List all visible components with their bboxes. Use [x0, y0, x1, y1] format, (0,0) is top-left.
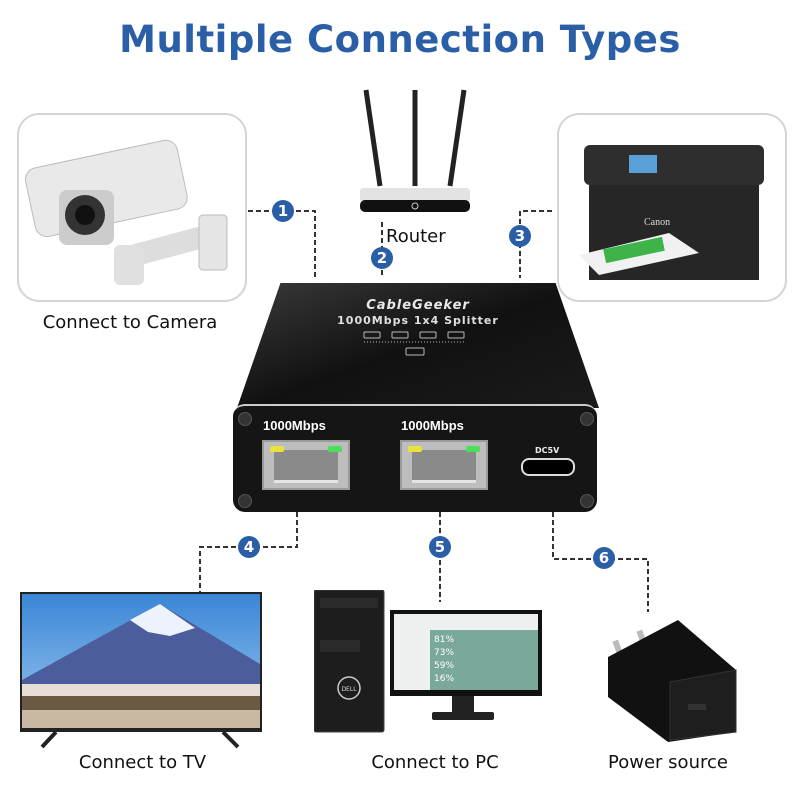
- splitter-brand: CableGeeker: [366, 298, 470, 313]
- splitter-top: [237, 283, 599, 408]
- badge-2: 2: [371, 247, 393, 269]
- pc-brand: DELL: [341, 686, 357, 693]
- security-camera-icon: [24, 139, 228, 285]
- splitter-model: 1000Mbps 1x4 Splitter: [337, 314, 499, 327]
- pc-label: Connect to PC: [371, 752, 499, 773]
- tv-icon: [20, 592, 262, 749]
- port-jack: [412, 450, 476, 483]
- connector-6: [552, 512, 649, 612]
- screen-value: 59%: [434, 661, 455, 671]
- printer-brand: Canon: [644, 217, 670, 228]
- link-led-green: [466, 446, 480, 452]
- camera-label: Connect to Camera: [42, 312, 218, 333]
- badge-6: 6: [593, 547, 615, 569]
- printer-icon: Canon: [579, 145, 764, 280]
- connector-3: [519, 210, 552, 278]
- badge-4: 4: [238, 536, 260, 558]
- splitter-diagram-icon: [363, 331, 465, 356]
- port-1-speed-label: 1000Mbps: [263, 418, 326, 433]
- ethernet-port-1[interactable]: [262, 440, 350, 490]
- link-led-yellow: [270, 446, 284, 452]
- port-2-speed-label: 1000Mbps: [401, 418, 464, 433]
- connector-1: [248, 210, 316, 278]
- port-jack: [274, 450, 338, 483]
- desktop-pc-icon: DELL: [313, 589, 544, 736]
- screen-value: 73%: [434, 648, 455, 658]
- printer-card: Canon: [557, 113, 787, 302]
- page-title: Multiple Connection Types: [119, 18, 681, 61]
- power-adapter-icon: [608, 620, 737, 742]
- screen-value: 16%: [434, 674, 455, 684]
- usb-c-power-port[interactable]: [521, 458, 575, 476]
- tv-label: Connect to TV: [78, 752, 207, 773]
- badge-5: 5: [429, 536, 451, 558]
- monitor-screen-values: 81% 73% 59% 16%: [434, 634, 454, 686]
- router-label: Router: [386, 226, 446, 247]
- screw-icon: [238, 494, 252, 508]
- screen-value: 81%: [434, 635, 455, 645]
- router-icon: [360, 89, 470, 212]
- screw-icon: [238, 412, 252, 426]
- link-led-yellow: [408, 446, 422, 452]
- power-label: Power source: [608, 752, 728, 773]
- badge-1: 1: [272, 200, 294, 222]
- screw-icon: [580, 412, 594, 426]
- link-led-green: [328, 446, 342, 452]
- ethernet-port-2[interactable]: [400, 440, 488, 490]
- power-port-label: DC5V: [535, 446, 560, 455]
- camera-card: [17, 113, 247, 302]
- badge-3: 3: [509, 225, 531, 247]
- screw-icon: [580, 494, 594, 508]
